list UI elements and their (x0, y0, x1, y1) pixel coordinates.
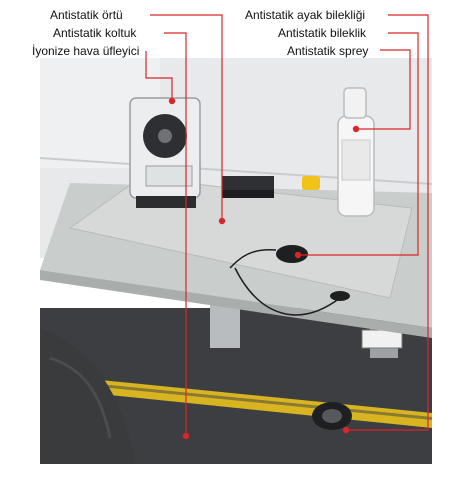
ionizer-panel (145, 165, 193, 187)
label-antistatic-chair: Antistatik koltuk (53, 26, 137, 40)
spray-nozzle (343, 87, 367, 119)
label-ankle-strap: Antistatik ayak bilekliği (245, 8, 366, 22)
wrist-strap-band (276, 245, 308, 263)
yellow-clip (302, 176, 320, 190)
label-antistatic-mat: Antistatik örtü (50, 8, 123, 22)
leader-mat (150, 14, 223, 221)
workstation-photo (40, 58, 432, 464)
label-spray: Antistatik sprey (287, 44, 369, 58)
label-ionizer: İyonize hava üfleyici (32, 44, 140, 58)
mat-cable (234, 267, 341, 316)
desk-front-edge (40, 270, 432, 338)
leader-spray (356, 49, 411, 130)
dot-icon (352, 125, 360, 133)
dot-icon (182, 432, 190, 440)
leader-wrist-strap (298, 32, 419, 256)
dot-icon (342, 426, 350, 434)
ionizer-base (136, 196, 196, 208)
dot-icon (294, 251, 302, 259)
leader-ionizer (145, 51, 173, 101)
spray-label (341, 139, 371, 181)
label-wrist-strap: Antistatik bileklik (278, 26, 367, 40)
desk-leg (210, 303, 240, 348)
leader-chair (164, 32, 187, 436)
chair-seat-texture (49, 356, 112, 439)
ankle-strap-inner (322, 409, 342, 423)
mat-snap (330, 291, 350, 301)
dot-icon (168, 97, 176, 105)
chair-seat (40, 328, 135, 464)
leader-ankle-strap (346, 14, 429, 431)
ionizer-fan-hub (158, 129, 172, 143)
dot-icon (218, 217, 226, 225)
wrist-strap-cord (229, 249, 277, 269)
ground-box-front (222, 190, 274, 198)
